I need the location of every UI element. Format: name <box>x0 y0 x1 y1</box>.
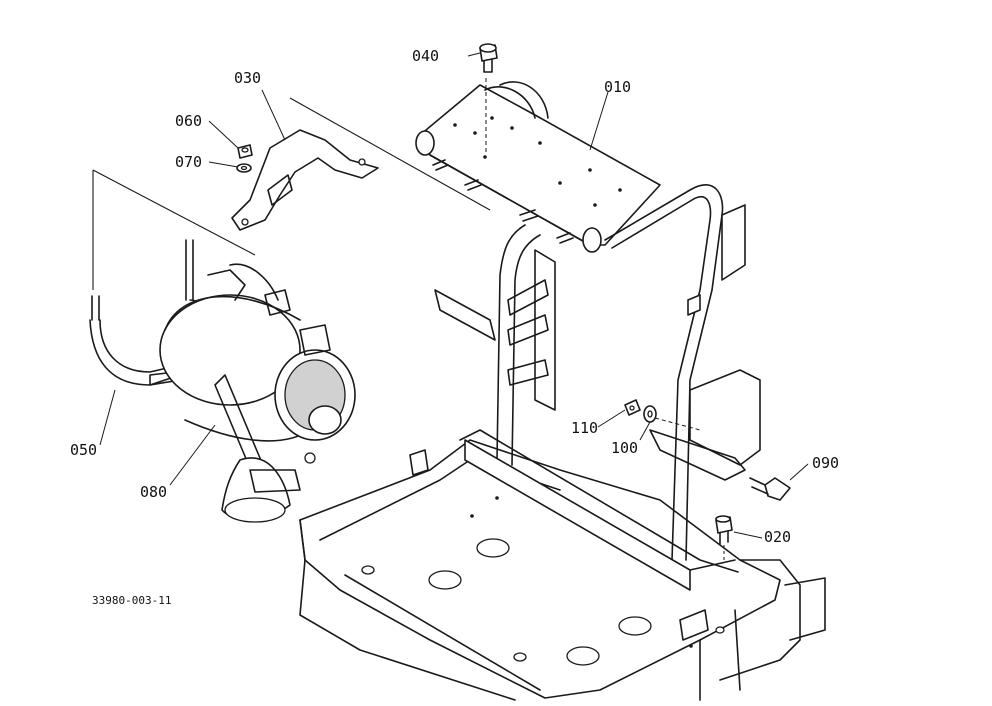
label-030: 030 <box>234 69 261 87</box>
label-040: 040 <box>412 47 439 65</box>
label-100: 100 <box>611 439 638 457</box>
bolt-040 <box>479 43 498 155</box>
label-080: 080 <box>140 483 167 501</box>
nut-060 <box>237 144 253 159</box>
support-frame <box>415 81 761 591</box>
bolt-020 <box>715 515 733 560</box>
bolt-090 <box>749 477 791 501</box>
muffler-080 <box>159 263 356 523</box>
bracket-030 <box>231 129 379 231</box>
label-010: 010 <box>604 78 631 96</box>
reference-code: 33980-003-11 <box>92 594 171 607</box>
label-070: 070 <box>175 153 202 171</box>
label-060: 060 <box>175 112 202 130</box>
guide-lines <box>92 97 491 290</box>
label-020: 020 <box>764 528 791 546</box>
base-plate <box>299 439 826 701</box>
label-090: 090 <box>812 454 839 472</box>
leader-lines <box>99 52 809 539</box>
label-110: 110 <box>571 419 598 437</box>
washer-100 <box>643 405 657 423</box>
nut-110 <box>624 399 641 416</box>
label-050: 050 <box>70 441 97 459</box>
washer-070 <box>236 163 252 173</box>
